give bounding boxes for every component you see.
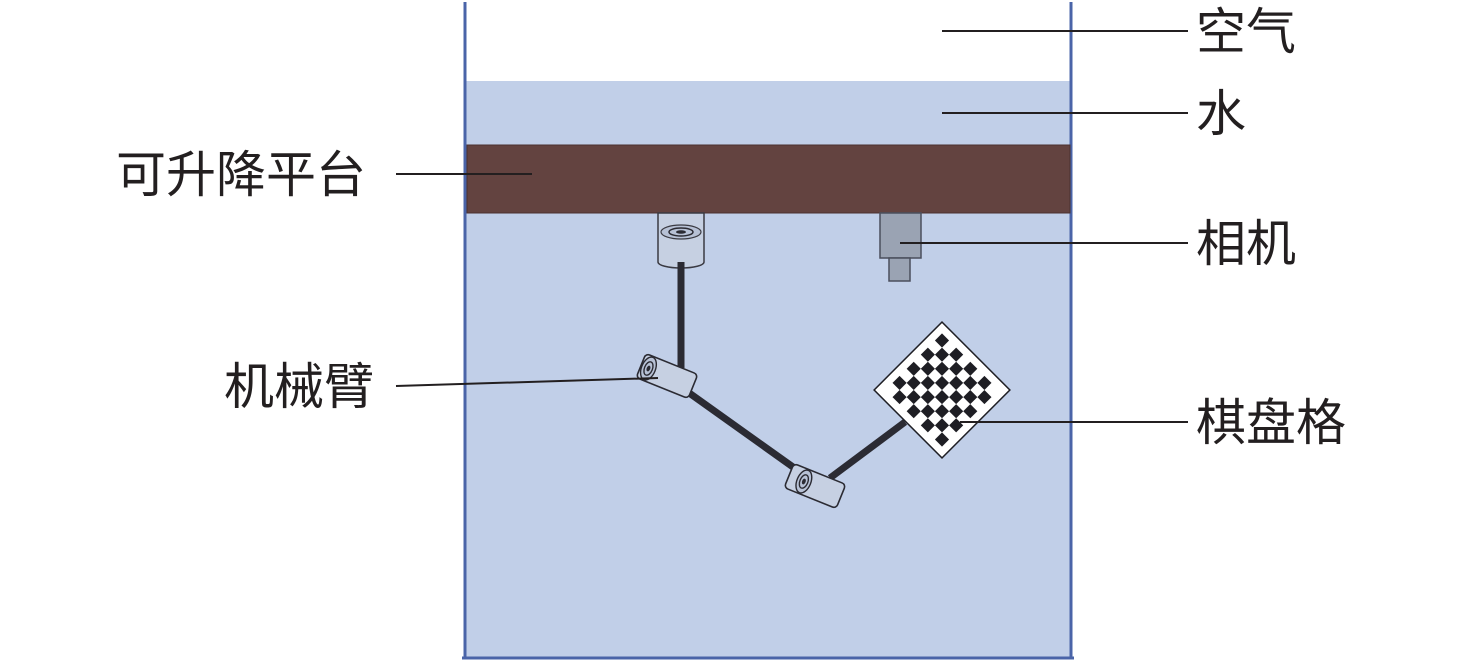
arm-link-lower [827, 419, 908, 481]
checker-square [934, 404, 950, 419]
label-air: 空气 [1196, 3, 1296, 61]
arm-joint-2 [784, 463, 846, 509]
checker-square [934, 347, 950, 362]
checker-square [934, 333, 950, 348]
label-camera: 相机 [1196, 215, 1296, 273]
label-water: 水 [1196, 85, 1246, 143]
label-checkerboard: 棋盘格 [1196, 394, 1346, 452]
label-platform: 可升降平台 [116, 146, 366, 204]
label-robot-arm: 机械臂 [224, 358, 374, 416]
checker-square [934, 375, 950, 390]
checker-square [934, 361, 950, 376]
checker-square [934, 418, 950, 433]
arm-link-middle [682, 387, 803, 475]
liftable-platform [466, 144, 1071, 214]
checkerboard [873, 321, 1011, 459]
robot-arm [636, 262, 908, 509]
camera-device [879, 212, 922, 282]
arm-joint-1 [636, 353, 698, 399]
arm-base-mount [657, 212, 705, 269]
checker-square [934, 432, 950, 447]
tank [462, 2, 1074, 660]
leader-robot-arm [395, 377, 659, 387]
